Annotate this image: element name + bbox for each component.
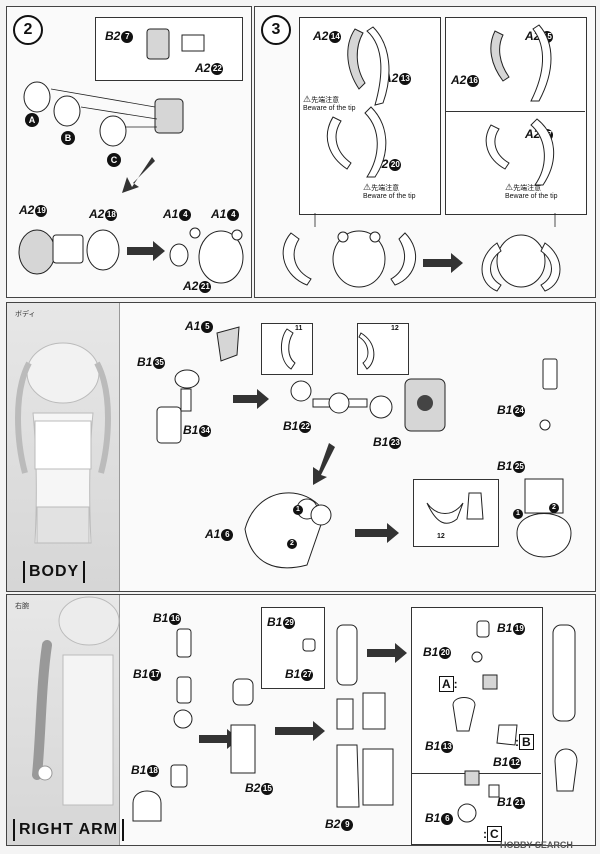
step2-illustration: [18, 28, 244, 284]
hair-right-divider: [445, 111, 585, 112]
body-section-title: BODY: [23, 561, 86, 583]
face-option-b: B: [61, 131, 75, 145]
hand-option-b: :B: [515, 734, 534, 750]
arm-section-title: RIGHT ARM: [13, 819, 125, 841]
body-step-1a: 1: [293, 505, 303, 515]
body-step-2a: 2: [287, 539, 297, 549]
watermark: HOBBY SEARCH: [500, 840, 573, 850]
face-option-a: A: [25, 113, 39, 127]
cut-ref-12-bottom: 12: [437, 533, 445, 540]
hair-right-callout: [445, 17, 587, 215]
body-figure: [15, 342, 111, 544]
body-step-2b: 2: [549, 503, 559, 513]
arm-jp-label: 右腕: [15, 603, 29, 610]
body-illustration: [156, 326, 572, 569]
step3-number: 3: [261, 15, 291, 45]
step3-illustration: [282, 24, 561, 292]
arm-illustration: [132, 620, 578, 823]
cut-ref-12-top: 12: [391, 325, 399, 332]
arm-figure: [32, 596, 120, 806]
hand-option-a: A:: [439, 676, 458, 692]
body-jp-label: ボディ: [15, 311, 36, 318]
step2-number: 2: [13, 15, 43, 45]
body-step-1b: 1: [513, 509, 523, 519]
cut-ref-11: 11: [295, 325, 303, 332]
hand-option-c: :C: [483, 826, 502, 842]
face-option-c: C: [107, 153, 121, 167]
